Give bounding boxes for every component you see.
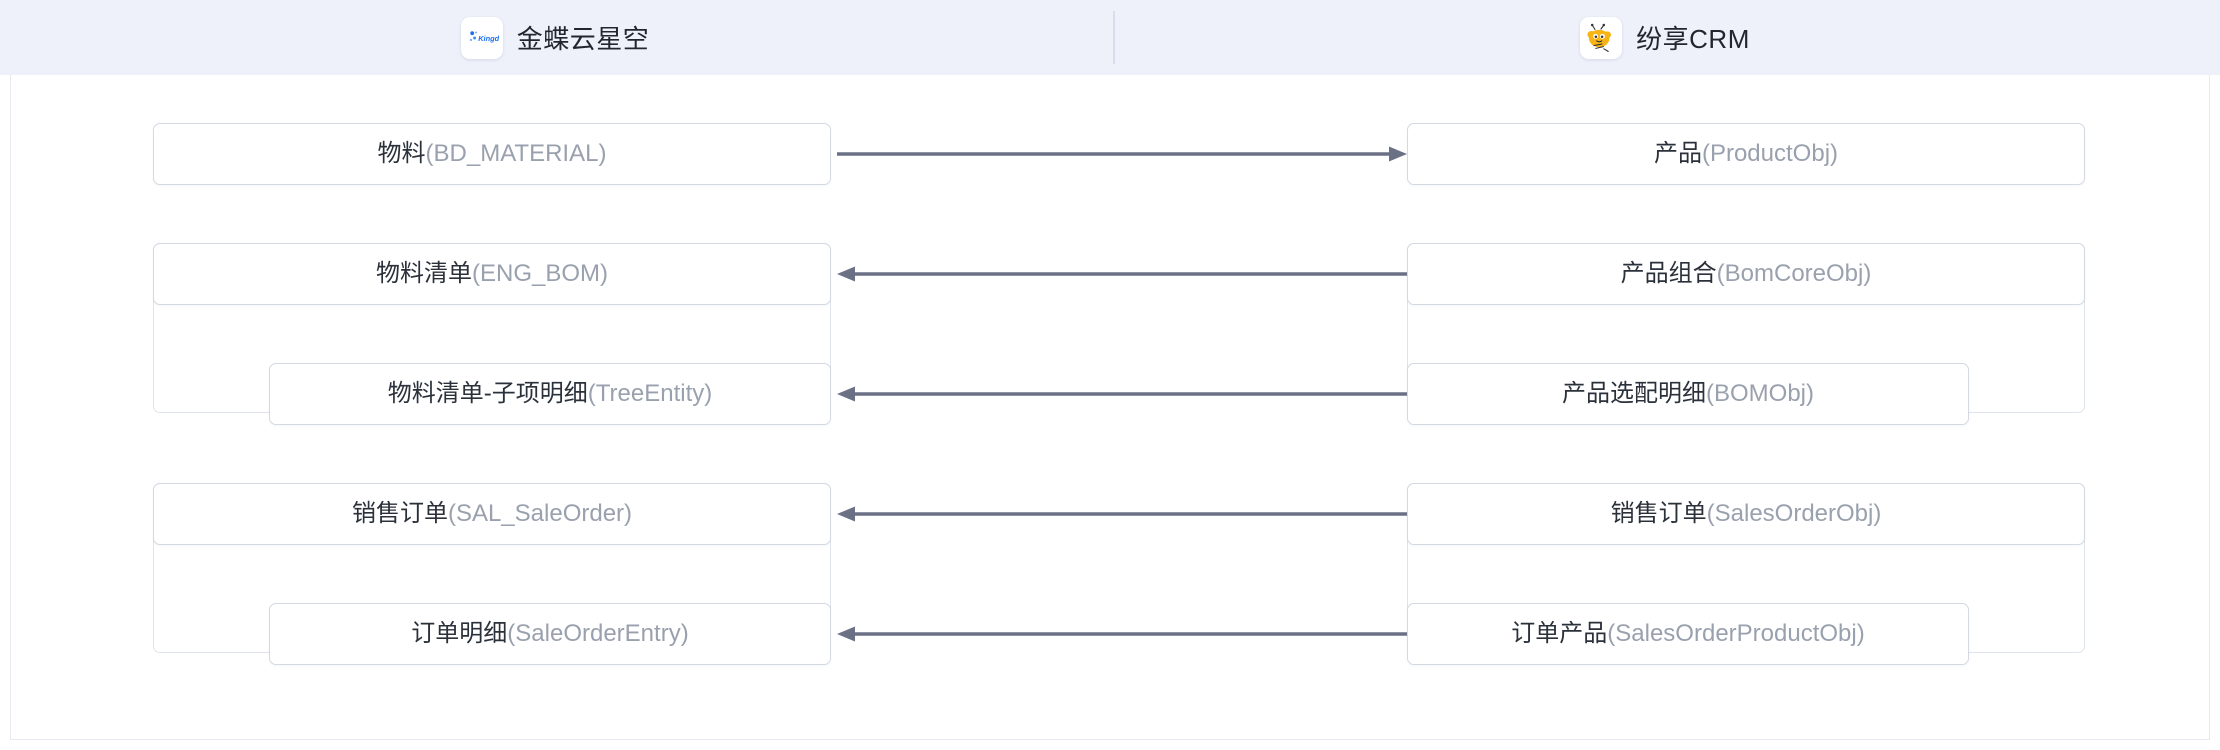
arrow-salesorderobj-to-saleorder <box>837 502 1407 526</box>
node-label: 订单明细(SaleOrderEntry) <box>411 620 689 647</box>
node-left-bom[interactable]: 物料清单(ENG_BOM) <box>153 243 831 305</box>
node-right-bomcore[interactable]: 产品组合(BomCoreObj) <box>1407 243 2085 305</box>
node-right-orderproduct[interactable]: 订单产品(SalesOrderProductObj) <box>1407 603 1969 665</box>
node-label: 物料清单(ENG_BOM) <box>375 260 608 287</box>
header-title-left: 金蝶云星空 <box>516 24 650 54</box>
node-right-salesorder[interactable]: 销售订单(SalesOrderObj) <box>1407 483 2085 545</box>
arrow-orderproduct-to-orderentry <box>837 622 1407 646</box>
arrow-material-to-product <box>837 142 1407 166</box>
node-label: 订单产品(SalesOrderProductObj) <box>1511 620 1865 647</box>
node-left-material[interactable]: 物料(BD_MATERIAL) <box>153 123 831 185</box>
header-system-left: Kingdee 金蝶云星空 <box>0 0 1110 75</box>
node-label: 物料(BD_MATERIAL) <box>377 140 607 167</box>
node-right-product[interactable]: 产品(ProductObj) <box>1407 123 2085 185</box>
arrow-bomcore-to-bom <box>837 262 1407 286</box>
node-left-orderentry[interactable]: 订单明细(SaleOrderEntry) <box>269 603 831 665</box>
node-left-bom-child[interactable]: 物料清单-子项明细(TreeEntity) <box>269 363 831 425</box>
header-title-right: 纷享CRM <box>1636 24 1750 54</box>
kingdee-logo-icon: Kingdee <box>460 16 503 59</box>
node-label: 产品选配明细(BOMObj) <box>1562 380 1814 407</box>
node-label: 销售订单(SAL_SaleOrder) <box>351 500 633 527</box>
node-label: 销售订单(SalesOrderObj) <box>1610 500 1882 527</box>
header-system-right: 纷享CRM <box>1110 0 2220 75</box>
node-label: 产品(ProductObj) <box>1653 140 1839 167</box>
node-label: 物料清单-子项明细(TreeEntity) <box>387 380 713 407</box>
node-label: 产品组合(BomCoreObj) <box>1620 260 1872 287</box>
mapping-canvas: 物料(BD_MATERIAL) 产品(ProductObj) 物料清单(ENG_… <box>10 75 2210 740</box>
header-divider <box>1113 11 1115 64</box>
arrow-bomobj-to-treeentity <box>837 382 1407 406</box>
svg-text:Kingdee: Kingdee <box>478 34 499 43</box>
node-right-bomobj[interactable]: 产品选配明细(BOMObj) <box>1407 363 1969 425</box>
fxiaoke-bee-logo-icon <box>1580 16 1623 59</box>
node-left-saleorder[interactable]: 销售订单(SAL_SaleOrder) <box>153 483 831 545</box>
system-header: Kingdee 金蝶云星空 <box>0 0 2220 75</box>
